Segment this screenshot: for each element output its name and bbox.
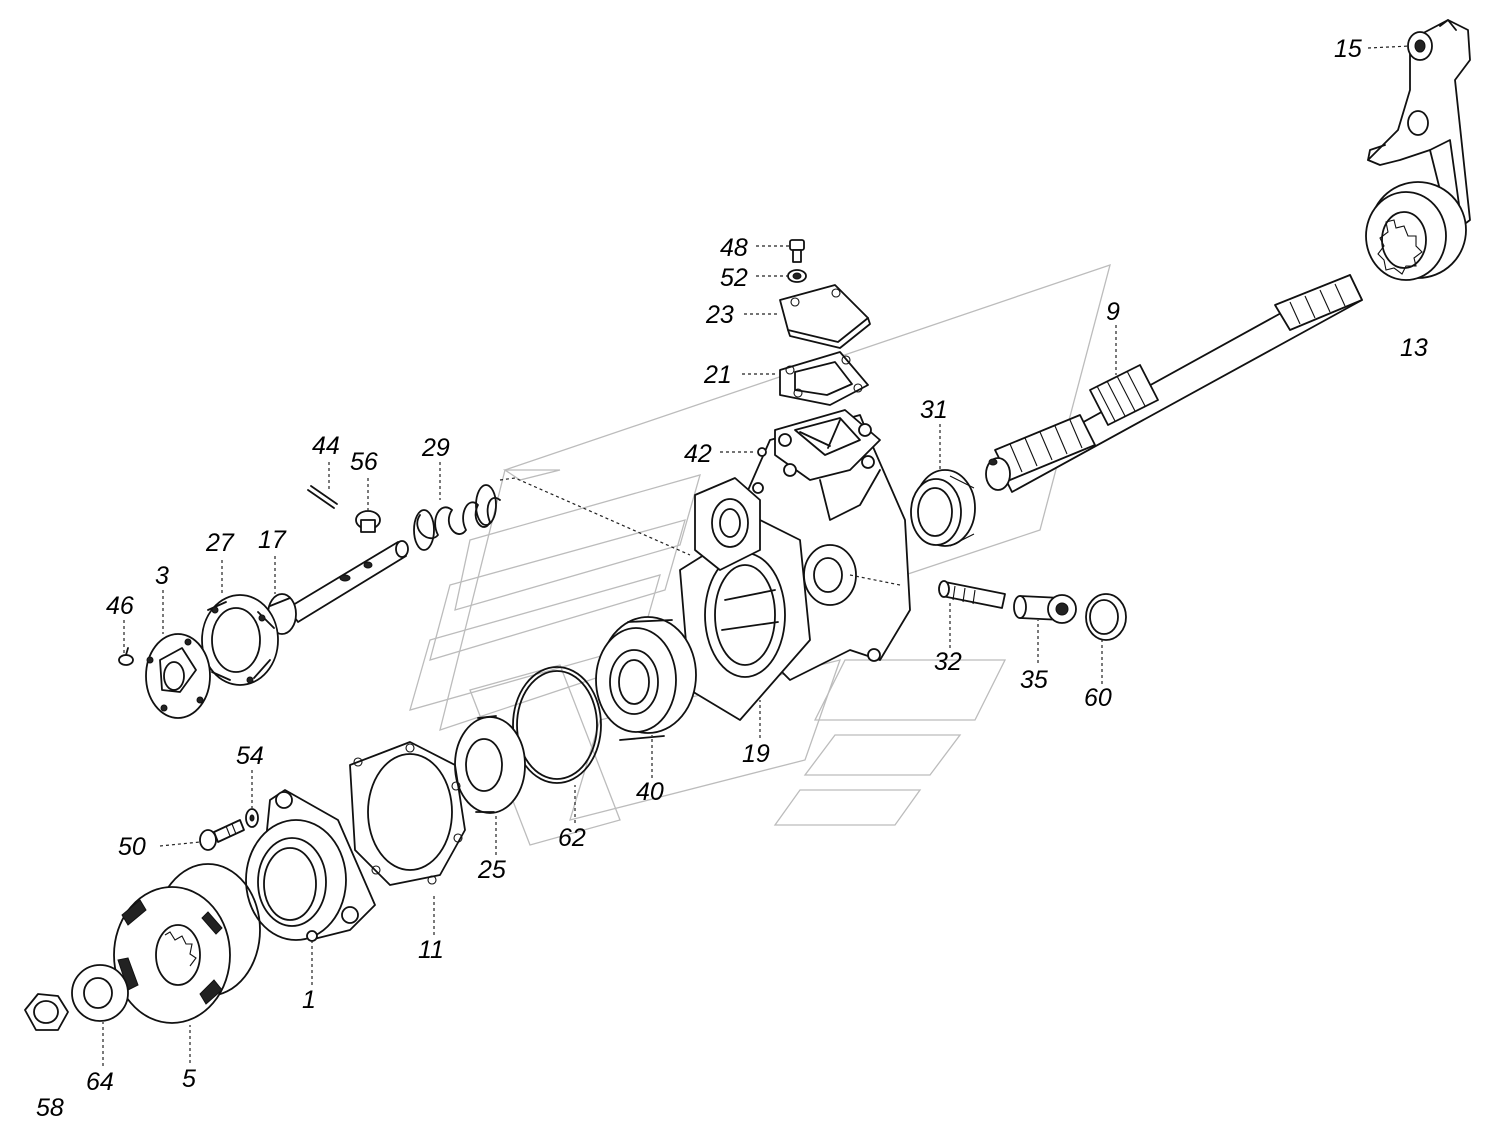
part-17-shift-rod <box>267 540 409 635</box>
leader-lines <box>102 45 1411 1066</box>
label-54: 54 <box>236 742 264 770</box>
part-62-o-ring <box>512 666 602 784</box>
part-54-washer <box>245 808 259 828</box>
part-5-flange <box>113 863 261 1024</box>
label-23: 23 <box>705 301 734 329</box>
label-5: 5 <box>182 1065 196 1093</box>
part-31-bearing <box>910 469 976 547</box>
label-56: 56 <box>350 448 378 476</box>
label-31: 31 <box>920 396 948 424</box>
label-3: 3 <box>155 562 169 590</box>
label-29: 29 <box>421 434 450 462</box>
part-64-washer <box>71 964 129 1022</box>
label-19: 19 <box>742 740 770 768</box>
label-50: 50 <box>118 833 146 861</box>
part-29-spring <box>413 484 501 551</box>
part-13-sliding-sleeve <box>1365 181 1467 281</box>
label-25: 25 <box>477 856 506 884</box>
label-27: 27 <box>205 529 235 557</box>
label-35: 35 <box>1020 666 1048 694</box>
part-46-screw <box>118 647 134 666</box>
part-labels: 15 13 9 48 52 23 21 31 42 44 56 29 27 17… <box>36 35 1428 1122</box>
label-42: 42 <box>684 440 712 468</box>
label-60: 60 <box>1084 684 1112 712</box>
label-58: 58 <box>36 1094 64 1122</box>
part-25-washer <box>454 715 526 814</box>
label-44: 44 <box>312 432 340 460</box>
part-40-ball-bearing <box>595 616 697 741</box>
label-46: 46 <box>106 592 134 620</box>
label-62: 62 <box>558 824 586 852</box>
part-35-bushing <box>1013 594 1077 624</box>
part-44-pin <box>307 485 338 509</box>
part-21-gasket <box>779 351 869 406</box>
label-64: 64 <box>86 1068 114 1096</box>
part-1-cover <box>245 789 376 942</box>
part-50-bolt <box>199 819 245 851</box>
label-48: 48 <box>720 234 748 262</box>
label-52: 52 <box>720 264 748 292</box>
part-58-nut <box>24 993 69 1031</box>
part-48-bolt <box>789 239 805 263</box>
part-42-plug <box>757 447 767 457</box>
label-32: 32 <box>934 648 962 676</box>
part-9-main-shaft <box>985 274 1363 493</box>
part-23-cover <box>779 284 871 349</box>
label-17: 17 <box>258 526 287 554</box>
label-9: 9 <box>1106 298 1120 326</box>
part-19-housing <box>679 409 911 721</box>
part-52-washer <box>787 269 807 283</box>
part-15-shift-fork <box>1367 19 1471 227</box>
part-11-gasket <box>349 741 466 886</box>
label-11: 11 <box>418 936 444 964</box>
label-21: 21 <box>703 361 732 389</box>
label-1: 1 <box>302 986 316 1014</box>
label-40: 40 <box>636 778 664 806</box>
part-56-plunger <box>355 510 381 533</box>
part-60-ring <box>1085 593 1127 641</box>
part-3-flange-plate <box>145 633 211 719</box>
part-27-seal <box>201 594 279 686</box>
label-15: 15 <box>1334 35 1362 63</box>
label-13: 13 <box>1400 334 1428 362</box>
part-32-shaft <box>938 580 1006 609</box>
